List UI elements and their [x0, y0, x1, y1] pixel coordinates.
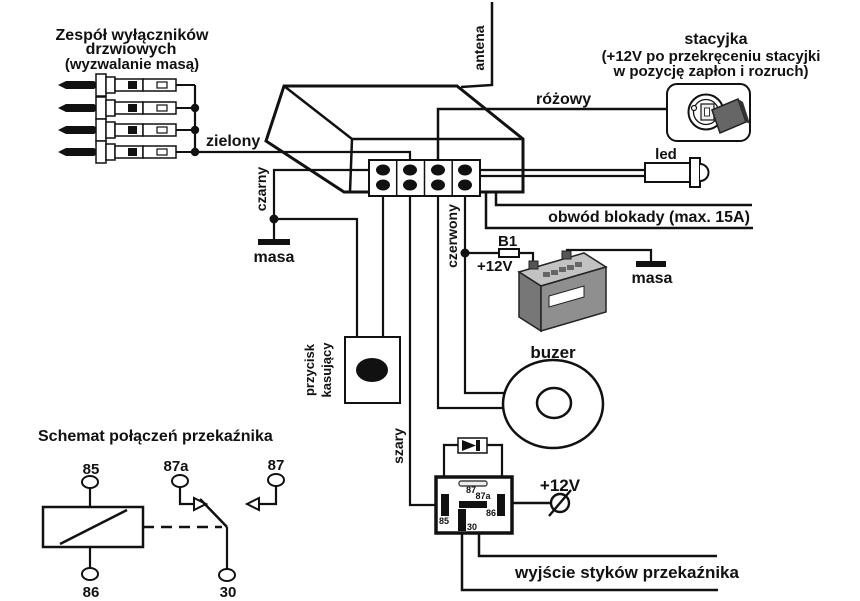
relay-pin-85: 85 [439, 516, 449, 526]
label-masa-left: masa [254, 249, 295, 266]
label-buzer: buzer [530, 343, 576, 362]
fuse-icon [498, 248, 520, 258]
door-switches-group [57, 73, 197, 164]
label-masa-battery: masa [632, 270, 673, 287]
door-switches-title-2: drzwiowych [86, 41, 177, 58]
buzer-icon [501, 358, 605, 450]
wire-antena [460, 2, 494, 89]
terminal-86 [81, 567, 99, 581]
junction-dots [190, 103, 470, 258]
label-plus12v-battery: +12V [477, 258, 512, 275]
wire-fuse-to-battery [519, 251, 535, 264]
label-szary: szary [390, 428, 406, 464]
battery-caps [543, 262, 582, 277]
wires [195, 2, 753, 592]
door-switches-title-3: (wyzwalanie masą) [65, 56, 199, 73]
relay-bar-85 [441, 494, 449, 516]
relay-bar-87a [459, 501, 487, 508]
label-zielony: zielony [206, 133, 260, 150]
battery-icon [517, 250, 608, 333]
relay-pin-86: 86 [486, 508, 496, 518]
wire-relay-30-out [460, 531, 718, 592]
label-rozowy: różowy [536, 91, 591, 108]
battery-post-plus [528, 260, 539, 270]
schemat-label-87a: 87a [163, 458, 189, 475]
terminal-87a [171, 474, 189, 488]
label-przycisk-2: kasujący [319, 342, 334, 398]
wire-blokada-top [494, 193, 752, 207]
switch-arm [199, 498, 228, 528]
label-blokada: obwód blokady (max. 15A) [548, 209, 750, 226]
connector-pins [376, 164, 472, 191]
wire-szary [408, 185, 444, 507]
relay-pin-87a: 87a [475, 491, 491, 501]
schemat-label-30: 30 [220, 584, 237, 601]
ground-symbol-left [258, 239, 290, 245]
connector-block [368, 159, 481, 197]
led-icon [644, 157, 710, 188]
label-relay-output: wyjście styków przekaźnika [514, 563, 739, 582]
ground-symbol-battery [636, 261, 666, 267]
label-plus12v-relay: +12V [540, 476, 581, 495]
terminal-30 [218, 568, 236, 582]
schemat-title: Schemat połączeń przekaźnika [38, 428, 273, 445]
label-czerwony: czerwony [444, 204, 460, 268]
relay-pin-87: 87 [466, 485, 476, 495]
diode-icon [457, 437, 488, 454]
label-antena: antena [471, 25, 487, 70]
terminal-87 [267, 473, 285, 487]
reset-button-icon [344, 336, 401, 404]
relay-bar-86 [497, 494, 505, 516]
door-switches-title-1: Zespół wyłączników [56, 27, 209, 44]
schemat-label-85: 85 [83, 461, 100, 478]
ignition-desc-1: (+12V po przekręceniu stacyjki [602, 48, 821, 65]
relay-schematic [41, 473, 285, 582]
label-przycisk-1: przycisk [302, 343, 317, 396]
wire-blokada-bottom [484, 193, 753, 230]
label-led: led [655, 146, 677, 163]
contact-arrow-87 [244, 496, 260, 512]
contact-arrow-87a [193, 496, 209, 512]
ignition-icon [666, 83, 751, 142]
label-czarny: czarny [253, 167, 269, 212]
battery-post-minus [561, 250, 572, 260]
plus12v-terminal-icon [548, 489, 572, 517]
key-handle-shade [738, 99, 750, 124]
relay-slot-87 [458, 480, 488, 487]
wire-rozowy [436, 107, 667, 170]
wire-buzer-2 [436, 185, 504, 410]
wire-czarny-branch [274, 217, 359, 337]
schemat-label-86: 86 [83, 584, 100, 601]
relay-bar-30 [458, 509, 466, 531]
schemat-label-87: 87 [268, 457, 285, 474]
label-fuse-b1: B1 [498, 233, 517, 250]
relay-icon [434, 437, 514, 535]
relay-pin-30: 30 [467, 522, 477, 532]
ignition-desc-2: w pozycję zapłon i rozruch) [612, 63, 808, 80]
ignition-title: stacyjka [684, 31, 747, 48]
